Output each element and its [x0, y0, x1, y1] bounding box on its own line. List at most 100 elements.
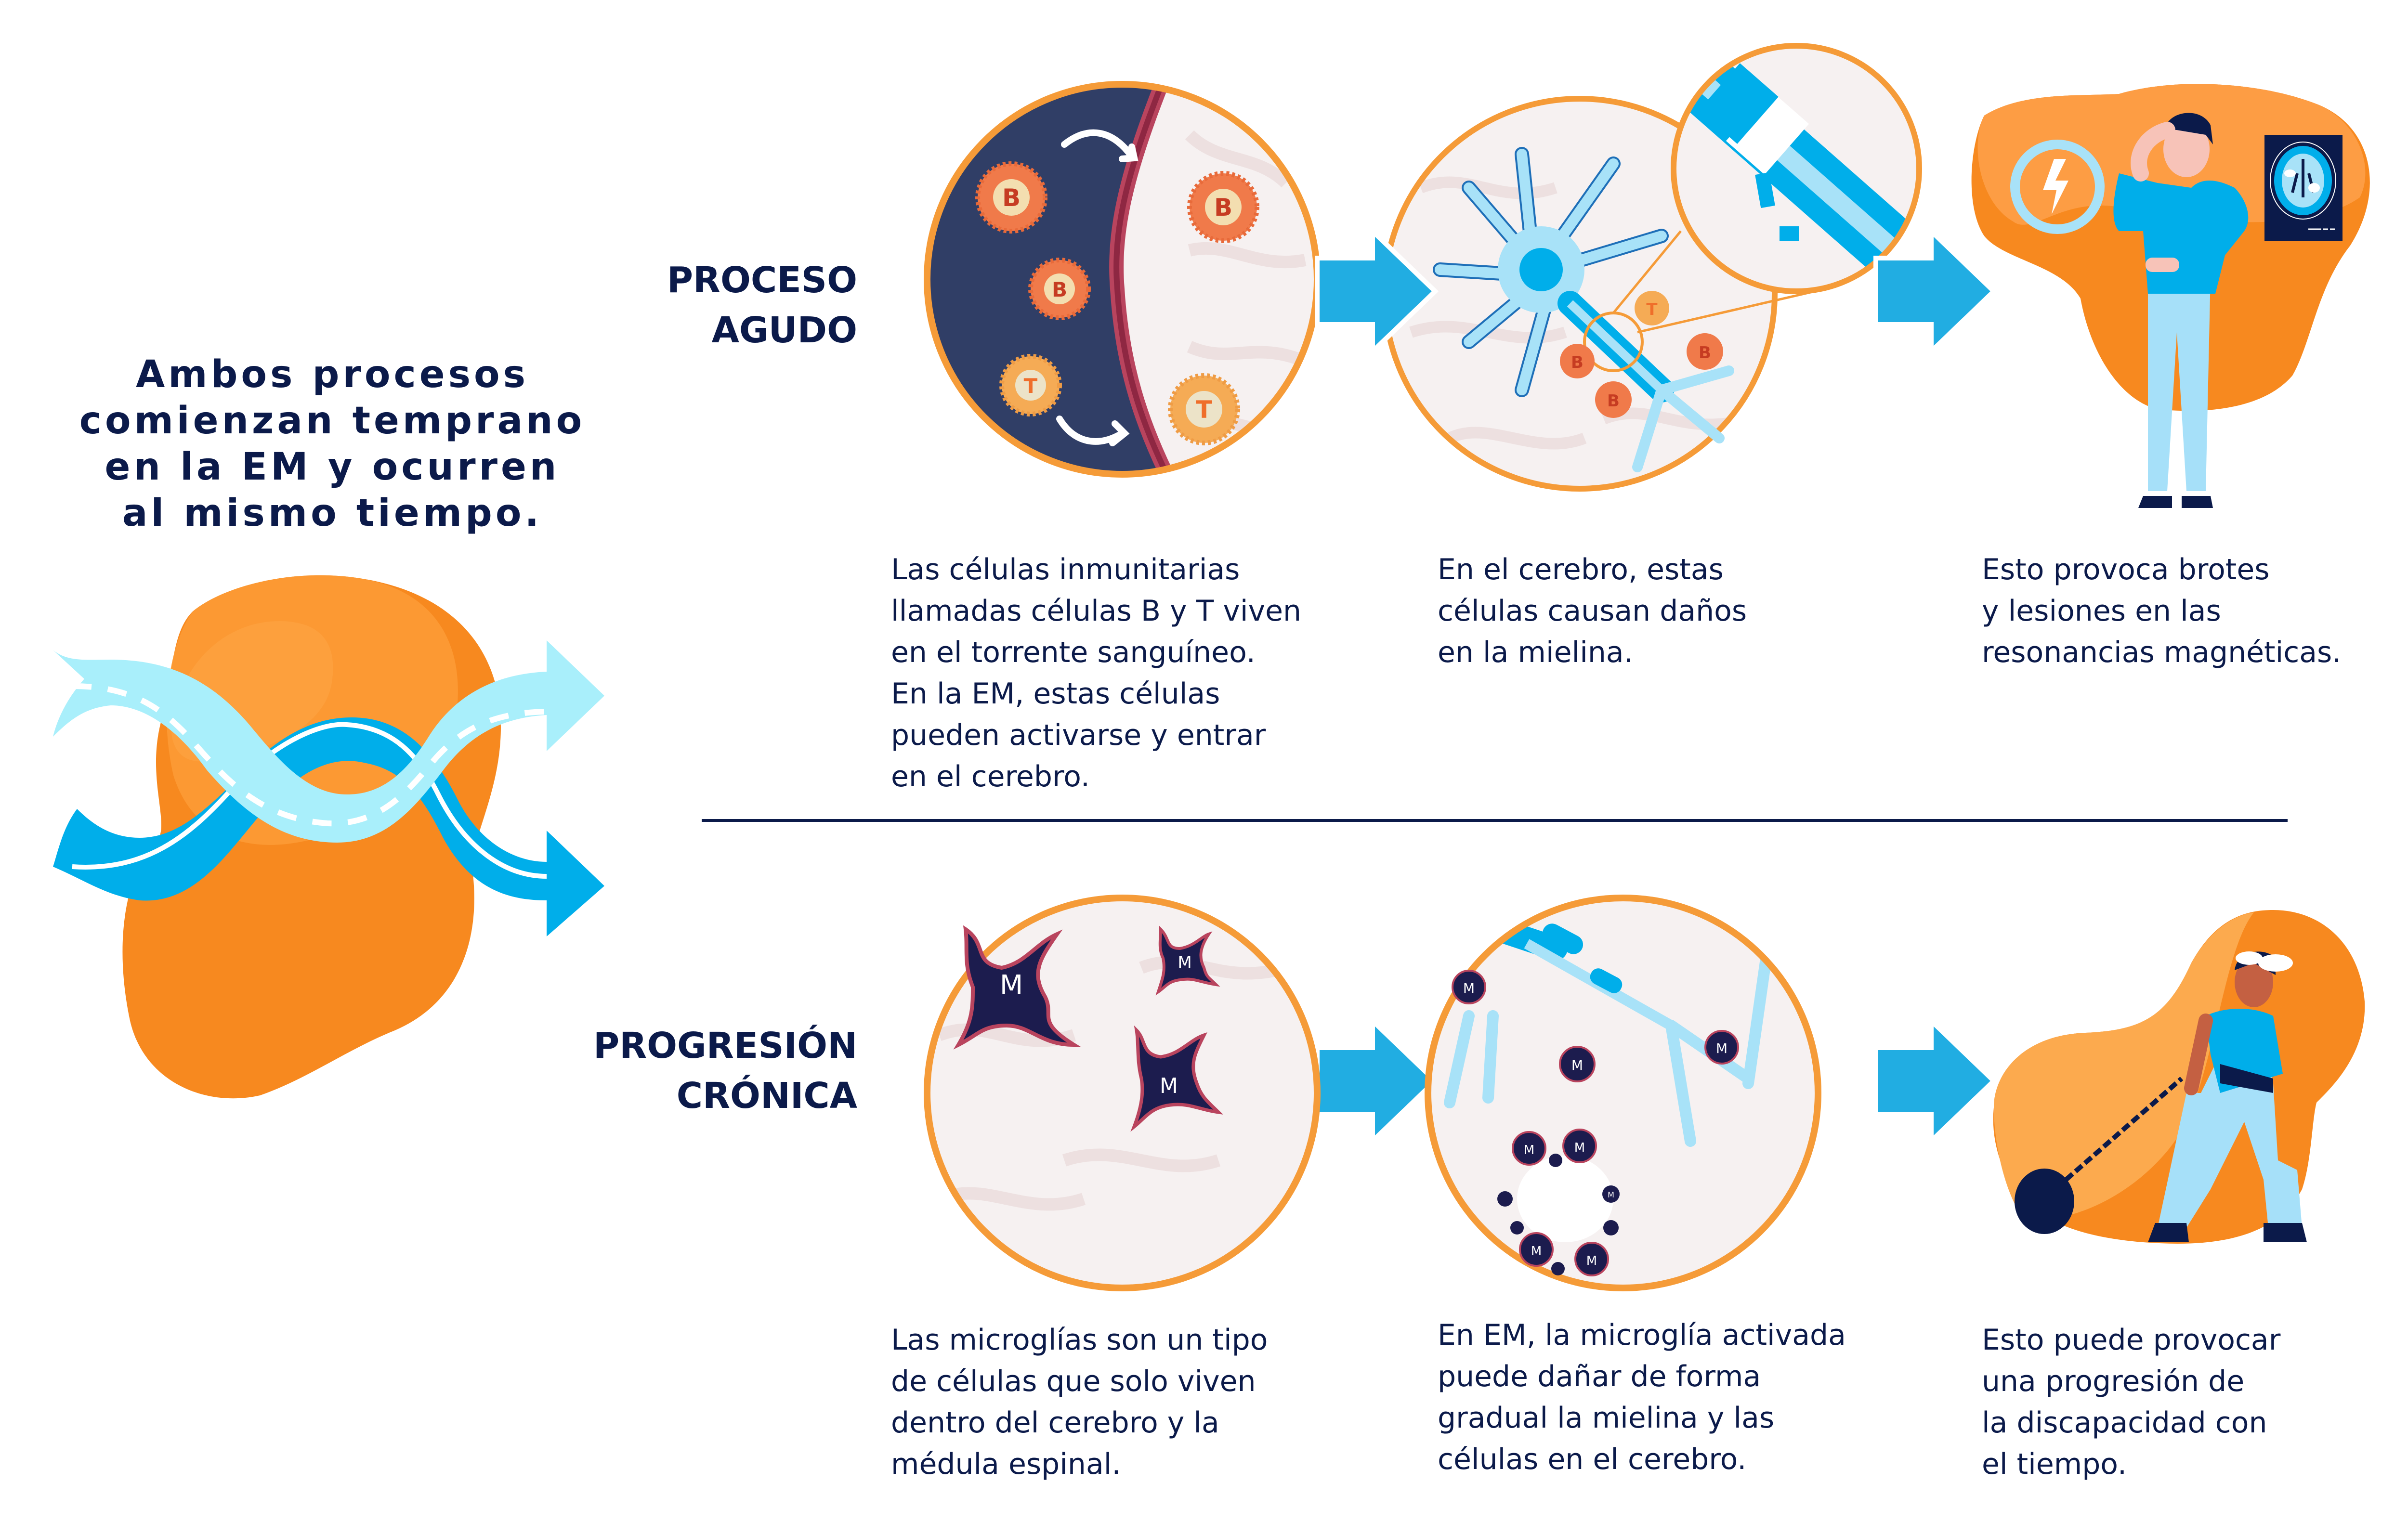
flow-arrow-icon [1315, 225, 1439, 357]
illustration-bt-cells: B B T B T [924, 81, 1321, 478]
row-label-acute: PROCESO AGUDO [520, 255, 857, 355]
intro-line: comienzan temprano [79, 399, 586, 442]
cell-label: M [1160, 1074, 1178, 1098]
row-divider [702, 819, 2288, 822]
description-line: en el cerebro. [891, 760, 1090, 793]
cell-label: T [1646, 300, 1658, 319]
flow-arrow-icon [1873, 1015, 1998, 1147]
dark-blue-arrow-stripe [72, 722, 547, 879]
description-line: Esto puede provocar [1982, 1323, 2281, 1357]
b-cell: B [1560, 344, 1595, 378]
b-cell: B [1595, 381, 1632, 418]
illustration-neuron-damage: T B B B [1382, 43, 1922, 492]
ball-and-chain-icon [2015, 1077, 2184, 1234]
microglia-cell: M [1519, 1232, 1554, 1267]
cell-label: M [1463, 980, 1475, 996]
microglia-cell: M [1704, 1030, 1739, 1065]
t-cell: T [1635, 291, 1669, 325]
row-label-chronic: PROGRESIÓN CRÓNICA [520, 1021, 857, 1121]
cell-label: M [1531, 1244, 1542, 1259]
description-line: Las células inmunitarias [891, 553, 1240, 586]
flow-arrow-icon [1873, 225, 1998, 357]
cell-label: B [1571, 353, 1584, 372]
step-description: En el cerebro, estas células causan daño… [1438, 549, 1747, 673]
intro-line: en la EM y ocurren [105, 445, 560, 489]
row-label-line: PROCESO [667, 260, 857, 301]
cell-label: B [1052, 278, 1067, 301]
migration-arrow-icon [1056, 416, 1130, 446]
description-line: llamadas células B y T viven [891, 594, 1302, 628]
cell-label: M [1524, 1143, 1534, 1157]
cell-label: T [1024, 374, 1038, 398]
illustration-microglia: M M M [924, 895, 1321, 1291]
description-line: y lesiones en las [1982, 594, 2221, 628]
description-line: pueden activarse y entrar [891, 718, 1266, 752]
cell-label: M [1574, 1141, 1585, 1155]
neuron [1433, 147, 1734, 472]
cell-label: M [1571, 1057, 1583, 1073]
t-cell: T [999, 354, 1062, 416]
zoom-connector-line [1612, 230, 1826, 334]
woman-figure [2148, 951, 2307, 1242]
man-figure [2113, 113, 2249, 508]
microglia-cell: M [1130, 1025, 1223, 1132]
step-description: Esto provoca brotes y lesiones en las re… [1982, 549, 2341, 673]
cell-label: B [1607, 391, 1620, 411]
description-line: Esto provoca brotes [1982, 553, 2270, 586]
cell-label: B [1699, 343, 1711, 363]
microglia-cell: M [1574, 1242, 1609, 1276]
cell-label: M [1608, 1190, 1614, 1199]
t-cell: T [1168, 373, 1240, 445]
flow-arrow-icon [1315, 1015, 1439, 1147]
light-blue-arrow [53, 640, 604, 843]
description-line: en la mielina. [1438, 636, 1633, 669]
cell-label: M [1586, 1254, 1597, 1268]
description-line: una progresión de [1982, 1365, 2245, 1398]
description-line: En EM, la microglía activada [1438, 1318, 1846, 1352]
intro-title: Ambos procesos comienzan temprano en la … [43, 351, 621, 536]
description-line: Las microglías son un tipo [891, 1323, 1268, 1357]
lightning-icon [2010, 140, 2105, 234]
description-line: la discapacidad con [1982, 1406, 2267, 1440]
intro-line: al mismo tiempo. [122, 492, 543, 535]
b-cell: B [1187, 171, 1259, 243]
cell-label: M [1000, 970, 1023, 1001]
microglia-cell: M [1602, 1185, 1620, 1203]
step-description: En EM, la microglía activada puede dañar… [1438, 1314, 1846, 1480]
microglia-cell: M [1452, 970, 1486, 1004]
cell-label: B [1214, 194, 1232, 221]
b-cell: B [1687, 333, 1723, 370]
description-line: resonancias magnéticas. [1982, 636, 2342, 669]
intertwined-arrows-illustration [53, 575, 604, 1099]
microglia-cell: M [1559, 1046, 1596, 1082]
migration-arrow-icon [1061, 129, 1139, 162]
description-line: el tiempo. [1982, 1447, 2127, 1481]
row-label-line: PROGRESIÓN [593, 1025, 857, 1066]
step-description: Las células inmunitarias llamadas célula… [891, 549, 1301, 797]
mri-brain-scan [2264, 135, 2343, 241]
description-line: células en el cerebro. [1438, 1443, 1747, 1476]
microglia-cell: M [1562, 1129, 1597, 1163]
description-line: dentro del cerebro y la [891, 1406, 1219, 1440]
description-line: En la EM, estas células [891, 677, 1220, 711]
b-cell: B [975, 161, 1047, 234]
description-line: de células que solo viven [891, 1365, 1256, 1398]
step-description: Las microglías son un tipo de células qu… [891, 1319, 1268, 1485]
cell-label: M [1178, 953, 1191, 972]
description-line: células causan daños [1438, 594, 1747, 628]
description-line: médula espinal. [891, 1447, 1121, 1481]
zoom-inset [1671, 43, 1922, 294]
cell-label: B [1002, 184, 1021, 212]
row-label-line: CRÓNICA [676, 1075, 857, 1117]
illustration-man-headache [1971, 84, 2370, 508]
b-cell: B [1028, 258, 1091, 320]
dark-blue-arrow [53, 717, 604, 936]
description-line: en el torrente sanguíneo. [891, 636, 1256, 669]
row-label-line: AGUDO [711, 310, 857, 351]
illustration-activated-microglia: M M M M M M M M [1425, 895, 1821, 1291]
microglia-cell: M [1512, 1131, 1546, 1166]
microglia-cell: M [953, 925, 1081, 1050]
cell-label: T [1196, 396, 1212, 424]
microglia-cell: M [1155, 925, 1220, 996]
step-description: Esto puede provocar una progresión de la… [1982, 1319, 2280, 1485]
